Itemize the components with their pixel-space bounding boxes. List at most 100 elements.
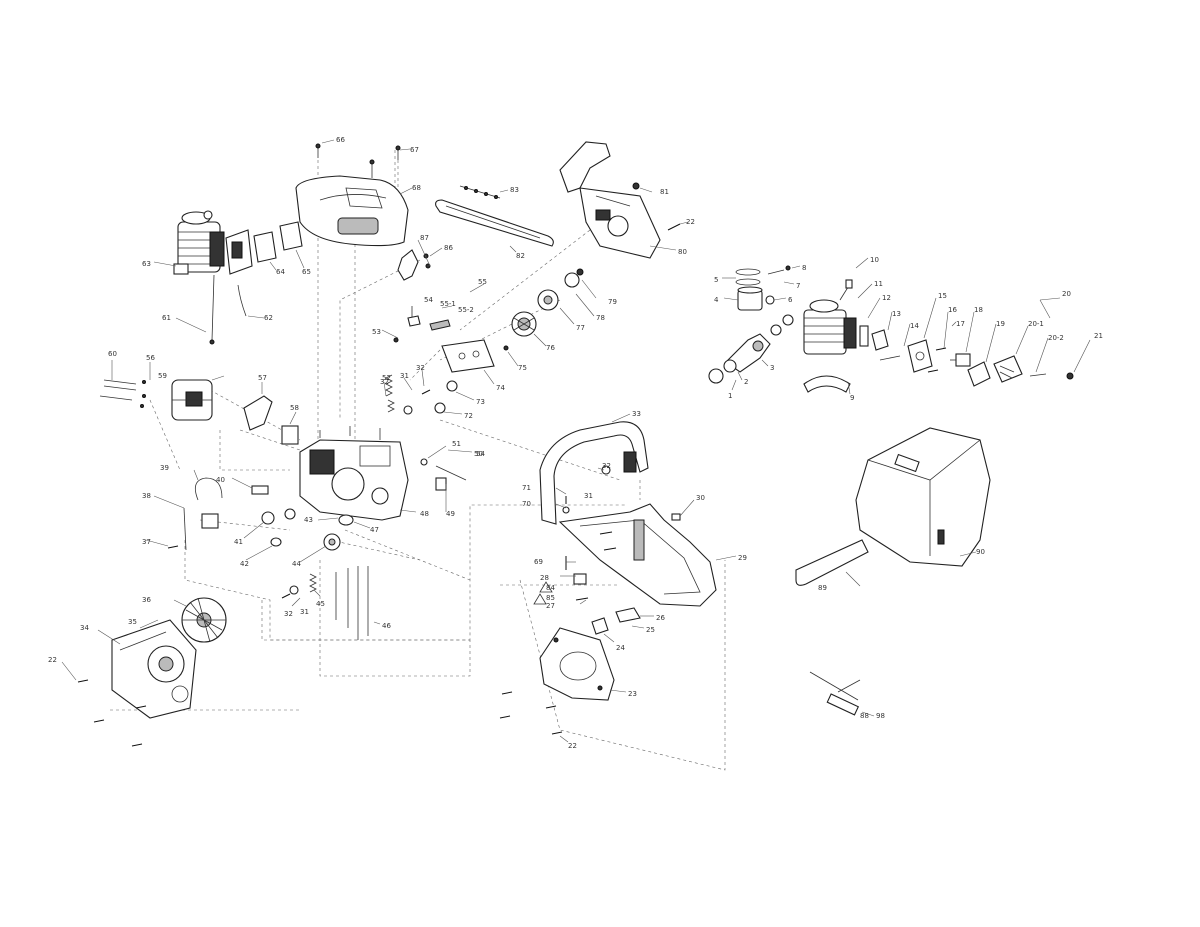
part-label-49: 49 (446, 510, 455, 518)
part-label-46: 46 (382, 622, 391, 630)
part-label-63: 63 (142, 260, 151, 268)
crankcase-halves-9-part (803, 375, 851, 393)
part-label-43: 43 (304, 516, 313, 524)
part-label-21: 21 (1094, 332, 1103, 340)
part-label-65: 65 (302, 268, 311, 276)
part-label-13: 13 (892, 310, 901, 318)
part-label-56: 56 (146, 354, 155, 362)
grommet-51-part (420, 458, 428, 466)
piston-rings-part (735, 268, 761, 286)
carburetor-18-part (950, 353, 971, 367)
part-label-41: 41 (234, 538, 243, 546)
part-label-80: 80 (678, 248, 687, 256)
part-label-78: 78 (596, 314, 605, 322)
part-label-32a: 32 (416, 364, 425, 372)
part-label-47: 47 (370, 526, 379, 534)
part-label-23: 23 (628, 690, 637, 698)
part-label-90: 90 (976, 548, 985, 556)
bar-plate-part (441, 339, 495, 373)
part-label-22a: 22 (48, 656, 57, 664)
part-label-11: 11 (874, 280, 883, 288)
handle-small-parts (573, 513, 681, 635)
intake-flange-part (225, 229, 253, 275)
intake-manifold-15-part (907, 339, 933, 373)
part-label-58: 58 (290, 404, 299, 412)
part-label-68: 68 (412, 184, 421, 192)
gasket-12-part (859, 325, 869, 347)
part-label-20-2: 20-2 (1048, 334, 1064, 342)
part-label-17: 17 (956, 320, 965, 328)
part-label-62: 62 (264, 314, 273, 322)
screw-32-part (421, 389, 431, 395)
sprocket-nut-part (446, 380, 458, 392)
part-label-14: 14 (910, 322, 919, 330)
part-label-44: 44 (292, 560, 301, 568)
bar-cover-part (795, 539, 869, 586)
part-label-26: 26 (656, 614, 665, 622)
bearing-2-part (723, 359, 737, 373)
oil-pump-part (407, 306, 451, 331)
circlip-8-part (785, 265, 791, 271)
part-label-61: 61 (162, 314, 171, 322)
part-label-10: 10 (870, 256, 879, 264)
piston-part (737, 286, 763, 311)
assembly-guide-lines (110, 150, 726, 771)
part-label-55-1: 55-1 (440, 300, 456, 308)
ring-43-part (284, 508, 296, 520)
screw-31b-part (281, 593, 291, 599)
gasket-58-part (281, 425, 299, 445)
washer-70-part (562, 506, 570, 514)
part-label-27: 27 (546, 602, 555, 610)
spark-plug-part (839, 279, 853, 301)
part-label-24: 24 (616, 644, 625, 652)
part-label-15: 15 (938, 292, 947, 300)
part-label-8: 8 (802, 264, 806, 272)
part-label-67: 67 (410, 146, 419, 154)
part-label-31a: 31 (400, 372, 409, 380)
choke-rod-part (211, 274, 215, 341)
clutch-cover-part (539, 627, 615, 701)
part-label-51: 51 (452, 440, 461, 448)
sprocket-small-part (397, 249, 431, 281)
fuel-line-part (237, 284, 247, 317)
long-bolts-46-part (335, 566, 369, 640)
block-40-part (251, 485, 269, 495)
bolts-16-17-part (927, 347, 947, 373)
part-label-19: 19 (996, 320, 1005, 328)
part-label-85: 85 (546, 594, 555, 602)
gear-41-part (261, 511, 275, 525)
part-label-5: 5 (714, 276, 718, 284)
muffler-part (171, 379, 213, 421)
part-label-55-2: 55-2 (458, 306, 474, 314)
part-label-75: 75 (518, 364, 527, 372)
part-label-33: 33 (632, 410, 641, 418)
part-label-9: 9 (850, 394, 854, 402)
part-label-89: 89 (818, 584, 827, 592)
part-label-25: 25 (646, 626, 655, 634)
part-label-54a: 54 (424, 296, 433, 304)
clutch-drum-part (511, 311, 537, 337)
part-label-54b: 54 (476, 450, 485, 458)
nut-21-part (1066, 372, 1074, 380)
part-label-37: 37 (142, 538, 151, 546)
part-label-74: 74 (496, 384, 505, 392)
part-label-22c: 22 (568, 742, 577, 750)
part-label-86: 86 (444, 244, 453, 252)
part-label-35: 35 (128, 618, 137, 626)
guide-bar-part (435, 199, 554, 247)
part-label-59: 59 (158, 372, 167, 380)
seal-42-part (270, 537, 282, 547)
bolt-14-part (879, 355, 901, 361)
screw-37-part (167, 545, 179, 549)
bracket-49-part (435, 477, 447, 491)
filter-plate-part (253, 231, 277, 263)
lever-50-part (435, 465, 467, 481)
part-label-82: 82 (516, 252, 525, 260)
part-label-64: 64 (276, 268, 285, 276)
leader-lines (61, 139, 1091, 743)
part-label-18: 18 (974, 306, 983, 314)
washer-31-part (403, 405, 413, 415)
part-label-20-1: 20-1 (1028, 320, 1044, 328)
